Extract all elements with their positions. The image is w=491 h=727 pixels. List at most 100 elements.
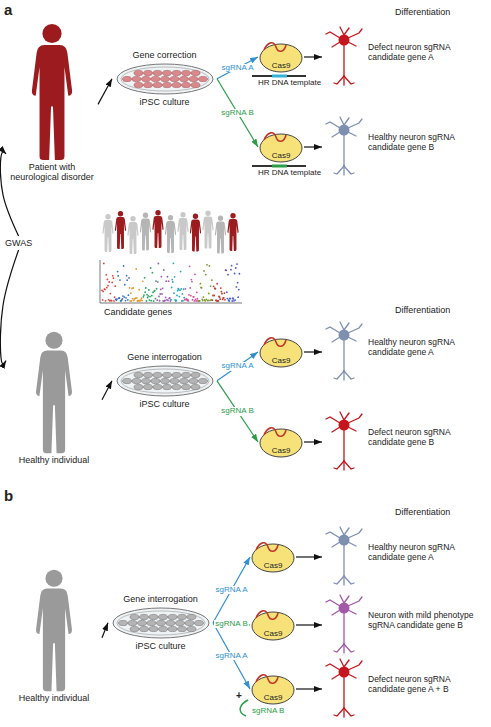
ipsc-cell (151, 378, 160, 383)
ipsc-cell (181, 70, 190, 75)
figure-label: Candidate genes (104, 308, 172, 318)
snp-dot (227, 274, 229, 276)
figure-label: a (4, 2, 12, 19)
snp-dot (158, 263, 160, 265)
node-text: Cas9 (264, 694, 283, 702)
dish-inner (117, 611, 205, 635)
snp-dot (239, 273, 241, 275)
ipsc-cell (166, 620, 175, 625)
neuron-icon (322, 116, 366, 178)
ipsc-cell (143, 372, 152, 377)
crowd-person (177, 212, 188, 250)
snp-dot (117, 271, 119, 273)
snp-dot (137, 299, 139, 301)
snp-dot (200, 283, 202, 285)
snp-dot (164, 300, 166, 302)
snp-dot (237, 296, 239, 298)
figure-label: HR DNA template (258, 169, 321, 178)
crowd-figures (102, 210, 238, 254)
cas9-protein: Cas9 (258, 40, 304, 74)
ipsc-cell (181, 82, 190, 87)
snp-dot (169, 297, 171, 299)
snp-dot (194, 300, 196, 302)
neuron-outcome: Defect neuron sgRNA candidate gene A (322, 26, 484, 88)
connector-arrow (304, 146, 322, 147)
snp-dot (165, 297, 167, 299)
snp-dot (149, 296, 151, 298)
ipsc-cell (172, 384, 181, 389)
snp-dot (112, 275, 114, 277)
hr-dna-template-bar (252, 166, 306, 167)
dish-rim (113, 608, 209, 638)
ipsc-cell (153, 384, 162, 389)
node-text: Healthy individual (6, 693, 102, 703)
node-text: Cas9 (264, 630, 283, 638)
snp-dot (228, 299, 230, 301)
figure-label: + (236, 690, 242, 701)
node-text: Healthy neuron sgRNA candidate gene A (368, 526, 482, 562)
connector-arrow (0, 250, 18, 364)
snp-dot (238, 289, 240, 291)
snp-dot (153, 290, 155, 292)
ipsc-cell (151, 76, 160, 81)
snp-dot (224, 292, 226, 294)
connector-arrow (296, 624, 322, 625)
node-text: Gene interrogation (108, 594, 213, 605)
snp-dot (104, 288, 106, 290)
snp-dot (188, 294, 190, 296)
snp-dot (194, 274, 196, 276)
snp-dot (197, 298, 199, 300)
snp-dot (129, 287, 131, 289)
snp-dot (196, 292, 198, 294)
snp-dot (191, 281, 193, 283)
snp-dot (189, 265, 191, 267)
crowd-person (115, 211, 126, 249)
figure-label: Differentiation (395, 8, 450, 18)
crowd-person (140, 213, 151, 251)
neuron-icon (322, 526, 366, 588)
snp-dot (127, 299, 129, 301)
neuron-soma (339, 125, 350, 136)
node-text: Gene interrogation (112, 352, 217, 363)
ipsc-cell (168, 626, 177, 631)
snp-dot (189, 287, 191, 289)
snp-dot (110, 293, 112, 295)
ipsc-cell (139, 614, 148, 619)
snp-dot (229, 298, 231, 300)
snp-dot (183, 297, 185, 299)
petri-dish (115, 62, 215, 96)
snp-dot (205, 274, 207, 276)
neuron-drawing (326, 322, 362, 380)
node-text: iPSC culture (112, 399, 217, 410)
snp-dot (185, 288, 187, 290)
snp-dot (117, 275, 119, 277)
snp-dot (157, 281, 159, 283)
snp-dot (207, 300, 209, 302)
snp-dot (180, 288, 182, 290)
neuron-drawing (326, 117, 362, 175)
snp-dot (102, 299, 104, 301)
ipsc-cell (177, 626, 186, 631)
connector-arrow (296, 556, 322, 557)
snp-dot (114, 285, 116, 287)
snp-dot (216, 283, 218, 285)
snp-dot (125, 300, 127, 302)
snp-dot (191, 279, 193, 281)
snp-dot (141, 300, 143, 302)
person-silhouette (24, 330, 84, 455)
snp-dot (146, 294, 148, 296)
snp-dot (232, 297, 234, 299)
snp-dot (204, 300, 206, 302)
cas9-protein: Cas9 (250, 608, 296, 642)
snp-dot (151, 295, 153, 297)
ipsc-cell (134, 372, 143, 377)
snp-dot (102, 290, 104, 292)
snp-dot (141, 297, 143, 299)
snp-dot (207, 300, 209, 302)
snp-dot (125, 297, 127, 299)
ipsc-cell (198, 76, 207, 81)
node-text: Defect neuron sgRNA candidate gene B (368, 411, 482, 447)
snp-dot (124, 284, 126, 286)
snp-dot (231, 300, 233, 302)
snp-dot (188, 300, 190, 302)
